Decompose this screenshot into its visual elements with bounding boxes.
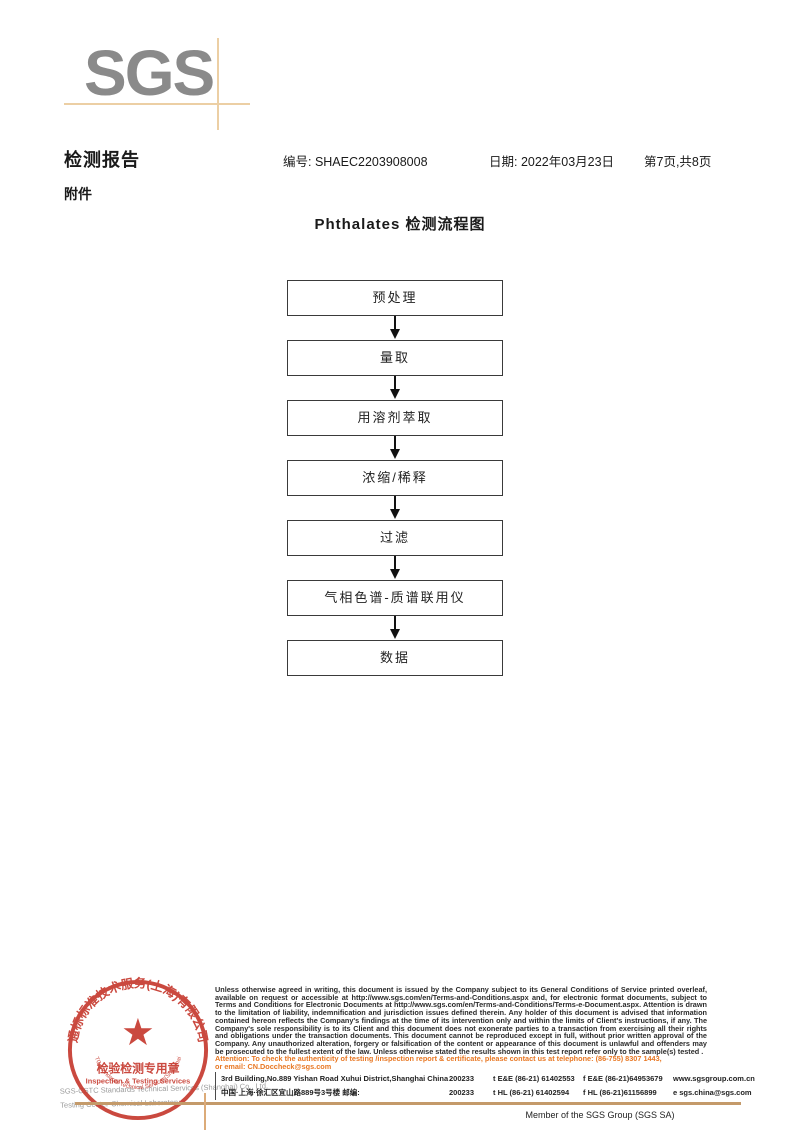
arrow-down-icon <box>390 556 400 579</box>
attention-line2: or email: CN.Doccheck@sgs.com <box>215 1062 332 1072</box>
star-icon: ★ <box>121 1011 155 1053</box>
phone-ee: t E&E (86-21) 61402553 <box>493 1074 575 1083</box>
disclaimer-text: Unless otherwise agreed in writing, this… <box>215 985 707 1056</box>
flowchart-title: Phthalates 检测流程图 <box>314 216 486 233</box>
sgs-logo: SGS <box>84 37 215 109</box>
page-indicator: 第7页,共8页 <box>644 155 712 169</box>
postcode-english: 200233 <box>449 1074 475 1083</box>
flow-step-pretreatment: 预处理 <box>287 280 503 316</box>
flow-step-gcms: 气相色谱-质谱联用仪 <box>287 580 503 616</box>
report-title: 检测报告 <box>64 150 140 170</box>
logo-crosshair-vertical <box>217 38 219 130</box>
arrow-down-icon <box>390 316 400 339</box>
stamp-inner-title: 检验检测专用章 <box>97 1062 180 1076</box>
address-english: 3rd Building,No.889 Yishan Road Xuhui Di… <box>221 1074 449 1083</box>
flowchart: 预处理 量取 用溶剂萃取 浓缩/稀释 过滤 气相色谱-质谱联用仪 数据 <box>287 280 503 676</box>
footer-rule <box>75 1102 741 1105</box>
company-seal-stamp: 通标标准技术服务(上海)有限公司 ★ 检验检测专用章 Inspection & … <box>64 976 210 1121</box>
email: e sgs.china@sgs.com <box>673 1088 752 1097</box>
attachment-label: 附件 <box>64 186 92 202</box>
arrow-down-icon <box>390 616 400 639</box>
logo-crosshair-horizontal <box>64 103 250 105</box>
flow-step-concentrate-dilute: 浓缩/稀释 <box>287 460 503 496</box>
legal-block: Unless otherwise agreed in writing, this… <box>215 986 707 1071</box>
report-date: 日期: 2022年03月23日 <box>489 155 615 169</box>
stamp-ring <box>67 979 209 1121</box>
fax-ee: f E&E (86-21)64953679 <box>583 1074 663 1083</box>
flow-step-filter: 过滤 <box>287 520 503 556</box>
address-chinese: 中国·上海·徐汇区宜山路889号3号楼 邮编: <box>221 1088 360 1097</box>
website: www.sgsgroup.com.cn <box>673 1074 755 1083</box>
arrow-down-icon <box>390 376 400 399</box>
footer-crosshair-vertical <box>204 1093 206 1130</box>
address-block: 3rd Building,No.889 Yishan Road Xuhui Di… <box>215 1072 761 1100</box>
arrow-down-icon <box>390 436 400 459</box>
postcode-chinese: 200233 <box>449 1088 475 1097</box>
flow-step-data: 数据 <box>287 640 503 676</box>
flow-step-measure: 量取 <box>287 340 503 376</box>
address-row-cn: 中国·上海·徐汇区宜山路889号3号楼 邮编: 200233 t HL (86-… <box>221 1086 761 1100</box>
flow-step-solvent-extraction: 用溶剂萃取 <box>287 400 503 436</box>
stamp-inner-subtitle: Inspection & Testing Services <box>86 1077 191 1086</box>
arrow-down-icon <box>390 496 400 519</box>
fax-hl: f HL (86-21)61156899 <box>583 1088 657 1097</box>
report-number: 编号: SHAEC2203908008 <box>283 155 428 169</box>
sgs-member-line: Member of the SGS Group (SGS SA) <box>525 1110 675 1120</box>
address-row-en: 3rd Building,No.889 Yishan Road Xuhui Di… <box>221 1072 761 1086</box>
attention-line1: Attention: To check the authenticity of … <box>215 1054 662 1064</box>
phone-hl: t HL (86-21) 61402594 <box>493 1088 570 1097</box>
